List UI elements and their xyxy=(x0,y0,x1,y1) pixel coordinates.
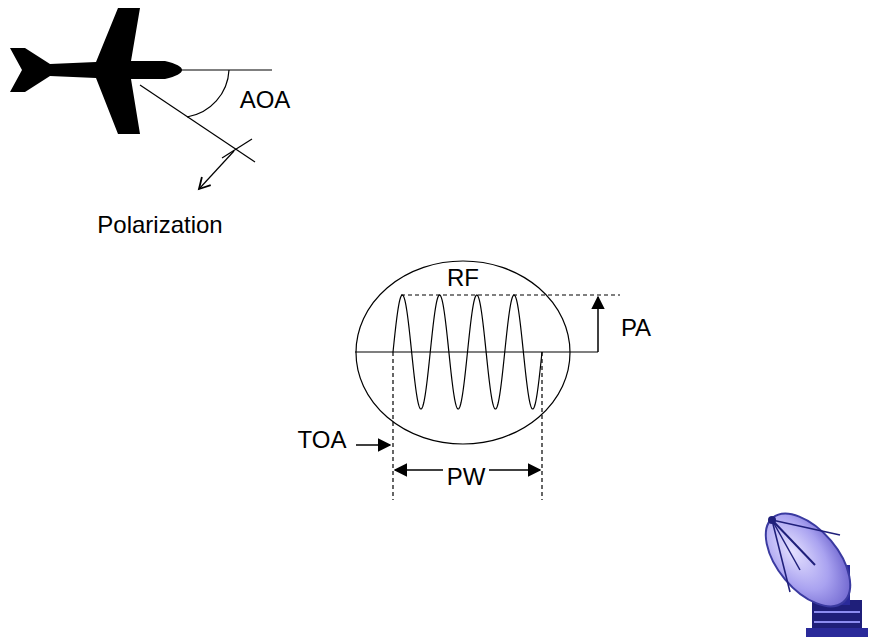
signal-label: RF xyxy=(355,265,571,291)
amplitude-dashed-line xyxy=(401,294,620,295)
radar-dish xyxy=(750,499,868,637)
aoa-arc xyxy=(187,70,229,117)
pa-arrow xyxy=(597,297,599,352)
pw-dashed-left xyxy=(392,352,393,500)
pw-dashed-right xyxy=(541,352,542,500)
parameter-label: AOA xyxy=(240,87,291,113)
baseline xyxy=(355,351,598,352)
heading-line xyxy=(178,69,272,70)
parameter-label: TOA xyxy=(298,427,347,453)
parameter-label: Polarization xyxy=(97,212,222,238)
rf-ellipse: RF xyxy=(355,260,571,445)
parameter-label: PW xyxy=(443,464,490,490)
airplane-silhouette xyxy=(10,8,182,134)
polarization-tick xyxy=(222,139,252,158)
toa-arrow xyxy=(356,444,390,446)
polarization-arrow xyxy=(199,151,234,189)
pulse-waveform xyxy=(393,295,542,409)
arrival-line xyxy=(140,85,255,162)
parameter-label: PA xyxy=(621,315,651,341)
